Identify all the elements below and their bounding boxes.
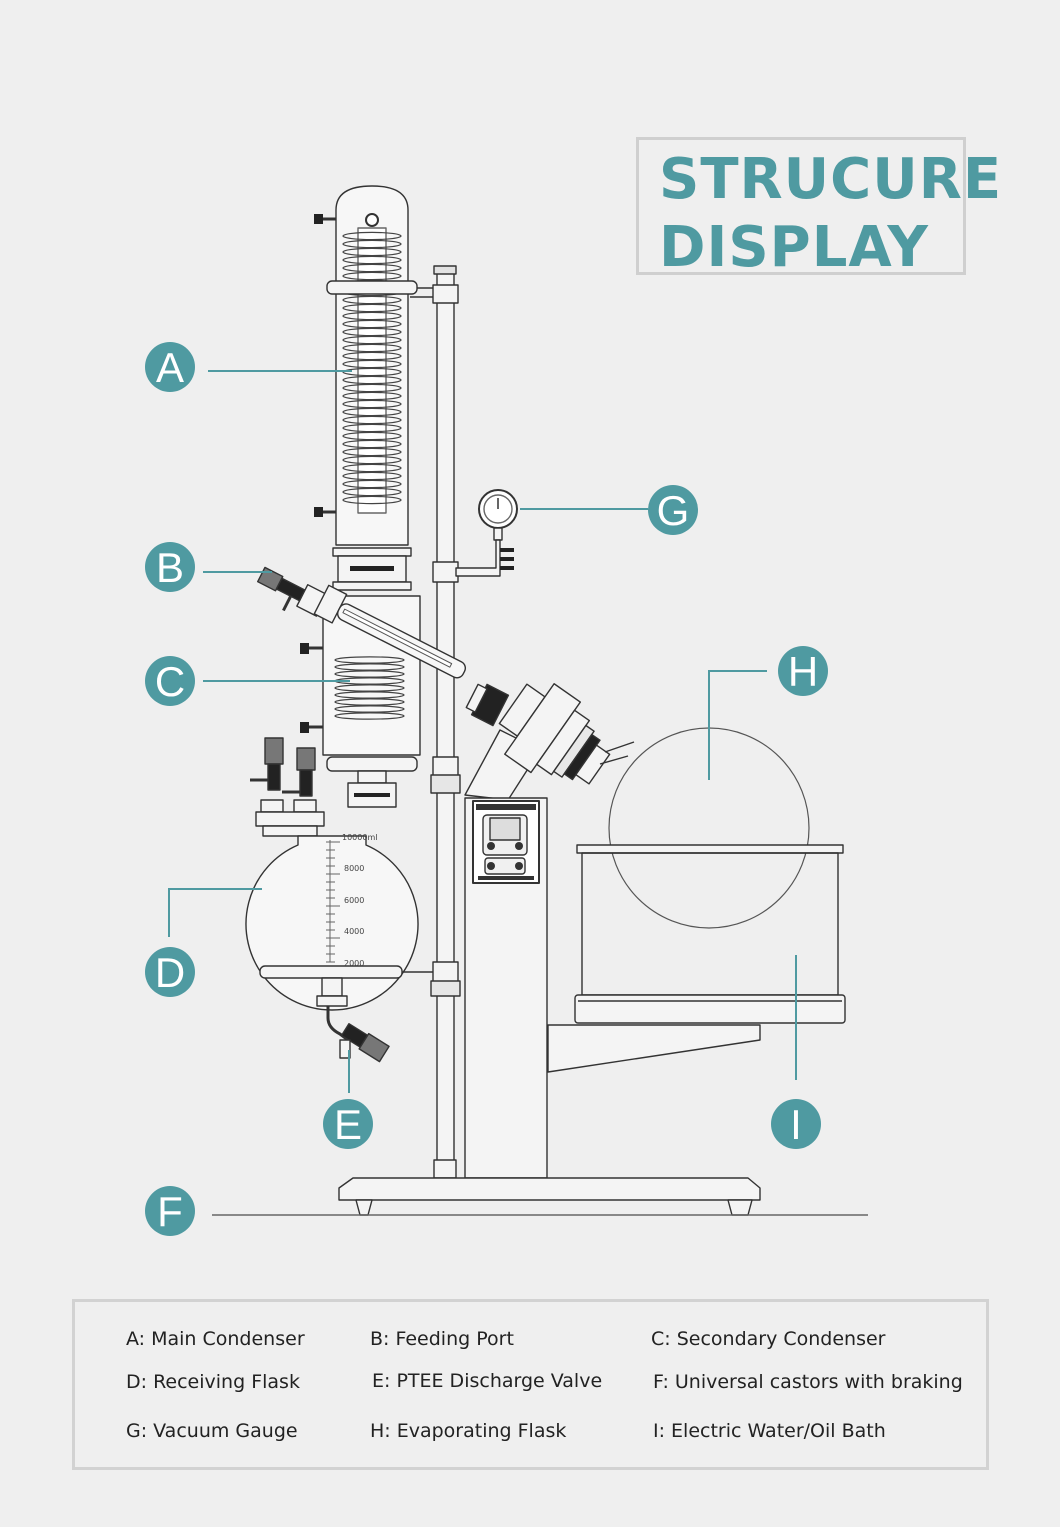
coil-turn: [342, 335, 402, 345]
coil-turn: [334, 656, 405, 664]
coil-turn: [342, 471, 402, 481]
coil-turn: [342, 359, 402, 369]
callout-a: A: [145, 342, 195, 392]
callout-e: E: [323, 1099, 373, 1149]
leader-h: [708, 670, 767, 780]
coil-turn: [342, 399, 402, 409]
title-box: STRUCURE DISPLAY: [636, 137, 1001, 280]
control-column: [464, 797, 548, 1179]
coil-turn: [342, 447, 402, 457]
coil-turn: [342, 343, 402, 353]
receiving-flask: [245, 737, 433, 1063]
coil-turn: [334, 698, 405, 706]
callout-letter-g: G: [657, 487, 690, 534]
callout-letter-h: H: [788, 648, 818, 695]
callout-letter-a: A: [156, 344, 184, 391]
coil-turn: [342, 463, 402, 473]
coil-turn: [342, 391, 402, 401]
flask-scale: 10000ml 8000 6000 4000 2000: [342, 833, 377, 968]
callout-letter-d: D: [155, 949, 185, 996]
coil-turn: [342, 455, 402, 465]
coil-turn: [334, 684, 405, 692]
callout-letter-c: C: [155, 658, 185, 705]
coil-turn: [342, 263, 402, 273]
coil-turn: [342, 303, 402, 313]
callout-leaders: [168, 370, 797, 1093]
coil-turn: [342, 375, 402, 385]
callouts: A B C D E F G H: [145, 342, 828, 1236]
coil-turn: [342, 295, 402, 305]
coil-turn: [342, 407, 402, 417]
coil-turn: [334, 670, 405, 678]
coil-turn: [334, 712, 405, 720]
callout-i: I: [771, 1099, 821, 1149]
leader-d: [168, 888, 262, 937]
coil-turn: [342, 439, 402, 449]
coil-turn: [342, 319, 402, 329]
coil-turn: [334, 705, 405, 713]
coil-turn: [342, 423, 402, 433]
callout-letter-e: E: [334, 1101, 362, 1148]
scale-label-4000: 4000: [344, 927, 364, 936]
legend-item-a: A: Main Condenser: [126, 1328, 305, 1350]
coil-turn: [342, 255, 402, 265]
legend-item-b: B: Feeding Port: [370, 1328, 514, 1350]
callout-letter-i: I: [790, 1101, 802, 1148]
callout-g: G: [648, 485, 698, 535]
legend-item-c: C: Secondary Condenser: [651, 1328, 886, 1350]
motor-head: [464, 683, 611, 801]
vacuum-gauge: [455, 489, 518, 577]
scale-label-2000: 2000: [344, 959, 364, 968]
coil-turn: [334, 691, 405, 699]
coil-turn: [342, 351, 402, 361]
callout-letter-f: F: [157, 1188, 183, 1235]
legend-item-g: G: Vacuum Gauge: [126, 1420, 298, 1442]
legend-item-f: F: Universal castors with braking: [653, 1371, 963, 1393]
base-stand: [212, 1177, 868, 1216]
callout-f: F: [145, 1186, 195, 1236]
scale-label-10000: 10000ml: [342, 833, 377, 842]
legend-item-e: E: PTEE Discharge Valve: [372, 1370, 603, 1392]
coil-turn: [334, 663, 405, 671]
scale-label-8000: 8000: [344, 864, 364, 873]
main-condenser: [314, 185, 418, 591]
rotary-evaporator-diagram: 10000ml 8000 6000 4000 2000 A B C D: [145, 185, 868, 1236]
callout-letter-b: B: [156, 544, 184, 591]
callout-c: C: [145, 656, 195, 706]
coil-turn: [342, 311, 402, 321]
coil-turn: [342, 271, 402, 281]
coil-turn: [342, 231, 402, 241]
feeding-port: [256, 566, 467, 679]
title-line-2: DISPLAY: [659, 215, 929, 280]
coil-turn: [342, 327, 402, 337]
title-line-1: STRUCURE: [659, 147, 1003, 212]
coil-turn: [342, 239, 402, 249]
coil-turn: [342, 383, 402, 393]
legend-item-i: I: Electric Water/Oil Bath: [653, 1420, 886, 1442]
legend-box: A: Main Condenser B: Feeding Port C: Sec…: [72, 1299, 989, 1470]
coil-turn: [342, 495, 402, 505]
coil-turn: [342, 247, 402, 257]
coil-turn: [342, 431, 402, 441]
coil-turn: [342, 487, 402, 497]
legend-item-d: D: Receiving Flask: [126, 1371, 300, 1393]
evaporating-flask: [599, 727, 810, 929]
coil-turn: [342, 479, 402, 489]
callout-d: D: [145, 947, 195, 997]
scale-label-6000: 6000: [344, 896, 364, 905]
callout-b: B: [145, 542, 195, 592]
water-bath: [547, 844, 846, 1073]
coil-turn: [342, 415, 402, 425]
callout-h: H: [778, 646, 828, 696]
legend-item-h: H: Evaporating Flask: [370, 1420, 567, 1442]
